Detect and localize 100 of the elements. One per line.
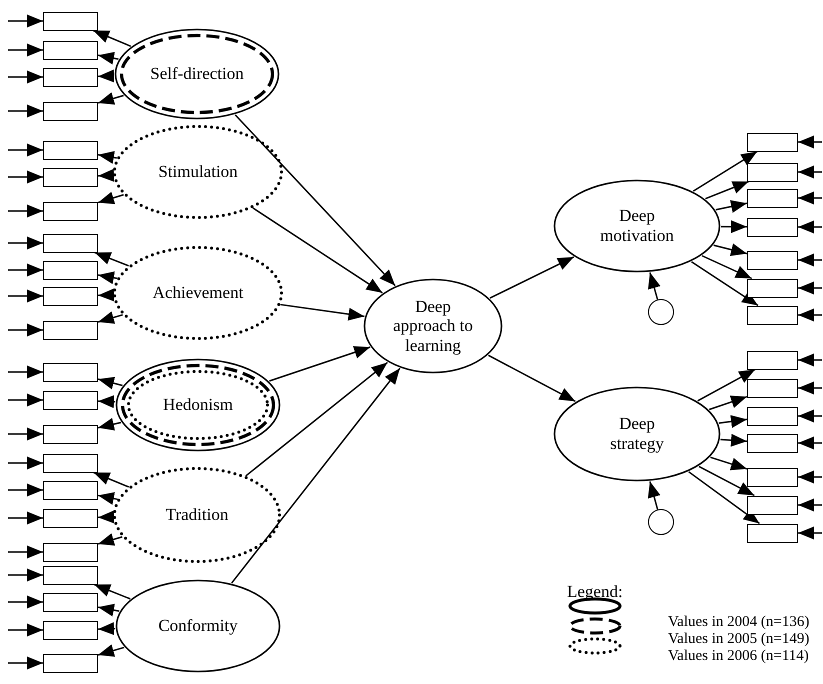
latent-ellipse bbox=[115, 579, 281, 673]
arrow bbox=[92, 30, 132, 47]
arrow bbox=[8, 204, 43, 218]
arrow bbox=[98, 604, 120, 617]
arrow bbox=[488, 354, 576, 402]
indicator-box bbox=[43, 362, 98, 382]
indicator-box bbox=[747, 434, 798, 452]
indicator-box bbox=[747, 406, 798, 426]
arrow bbox=[98, 52, 119, 65]
indicator-box bbox=[747, 132, 798, 152]
arrow bbox=[8, 456, 43, 470]
indicator-box bbox=[747, 250, 798, 270]
arrow bbox=[98, 418, 122, 431]
arrow bbox=[98, 92, 124, 105]
arrow bbox=[697, 368, 756, 402]
arrow bbox=[8, 656, 43, 670]
legend-title: Legend: bbox=[567, 582, 623, 602]
arrow bbox=[98, 510, 114, 524]
indicator-box bbox=[43, 424, 98, 444]
arrow bbox=[798, 410, 822, 422]
indicator-box bbox=[747, 524, 798, 542]
arrow bbox=[98, 288, 114, 302]
error-circle bbox=[648, 509, 674, 535]
indicator-box bbox=[43, 390, 98, 410]
arrow bbox=[798, 308, 822, 322]
arrow bbox=[691, 261, 758, 306]
indicator-box bbox=[747, 188, 798, 208]
arrow bbox=[798, 354, 822, 366]
arrow bbox=[8, 70, 43, 84]
indicator-box bbox=[747, 218, 798, 236]
arrow bbox=[231, 368, 400, 584]
arrow bbox=[8, 568, 43, 582]
indicator-box bbox=[43, 202, 98, 220]
arrow bbox=[8, 264, 43, 276]
indicator-box bbox=[747, 496, 798, 514]
arrow bbox=[98, 69, 114, 82]
indicator-box bbox=[747, 278, 798, 298]
arrow bbox=[98, 492, 118, 505]
latent-ellipse bbox=[363, 278, 503, 374]
arrow bbox=[688, 471, 760, 524]
arrow bbox=[252, 207, 383, 294]
arrow bbox=[8, 394, 43, 406]
indicator-box bbox=[43, 508, 98, 528]
node-label: Achievement bbox=[152, 283, 244, 303]
indicator-box bbox=[43, 566, 98, 584]
arrow bbox=[234, 114, 396, 286]
indicator-box bbox=[43, 654, 98, 672]
arrow bbox=[8, 170, 43, 184]
latent-ellipse bbox=[553, 179, 721, 273]
arrow bbox=[98, 192, 124, 204]
arrow bbox=[8, 144, 43, 156]
arrow bbox=[98, 168, 114, 182]
indicator-box bbox=[747, 468, 798, 486]
indicator-box bbox=[43, 454, 98, 472]
latent-ellipse bbox=[113, 246, 283, 340]
indicator-box bbox=[43, 260, 98, 280]
arrow bbox=[713, 243, 748, 256]
arrow bbox=[716, 200, 748, 213]
arrow bbox=[720, 220, 747, 234]
arrow bbox=[280, 304, 365, 321]
arrow bbox=[648, 481, 660, 510]
indicator-box bbox=[43, 286, 98, 306]
indicator-box bbox=[43, 592, 98, 612]
indicator-box bbox=[43, 234, 98, 252]
arrow bbox=[702, 255, 752, 280]
arrow bbox=[8, 624, 43, 636]
arrow bbox=[94, 584, 130, 600]
arrow bbox=[710, 456, 748, 470]
node-label: Deep strategy bbox=[609, 414, 665, 454]
latent-ellipse bbox=[115, 358, 281, 452]
arrow bbox=[648, 272, 661, 300]
indicator-box bbox=[43, 40, 98, 60]
arrow bbox=[98, 376, 123, 390]
indicator-box bbox=[43, 480, 98, 500]
arrow bbox=[798, 220, 822, 234]
arrow bbox=[98, 622, 116, 636]
arrow bbox=[718, 415, 748, 428]
arrow bbox=[8, 44, 43, 56]
error-circle bbox=[648, 299, 674, 325]
arrow bbox=[8, 14, 43, 28]
arrow bbox=[708, 396, 748, 410]
arrow bbox=[8, 366, 43, 378]
arrow bbox=[8, 104, 43, 118]
arrow bbox=[98, 151, 117, 164]
node-label: Hedonism bbox=[163, 395, 233, 415]
arrow bbox=[93, 472, 130, 488]
arrow bbox=[720, 434, 748, 447]
arrow bbox=[798, 436, 822, 450]
indicator-box bbox=[43, 320, 98, 340]
arrow bbox=[98, 533, 122, 546]
node-label: Stimulation bbox=[158, 162, 238, 182]
indicator-box bbox=[43, 12, 98, 30]
arrow bbox=[245, 362, 388, 477]
indicator-box bbox=[747, 350, 798, 370]
node-label: Self-direction bbox=[150, 64, 244, 84]
indicator-box bbox=[747, 162, 798, 182]
arrow bbox=[98, 395, 116, 408]
node-label: Deep approach to learning bbox=[392, 296, 474, 356]
arrow bbox=[8, 324, 43, 336]
node-label: Deep motivation bbox=[599, 206, 675, 246]
